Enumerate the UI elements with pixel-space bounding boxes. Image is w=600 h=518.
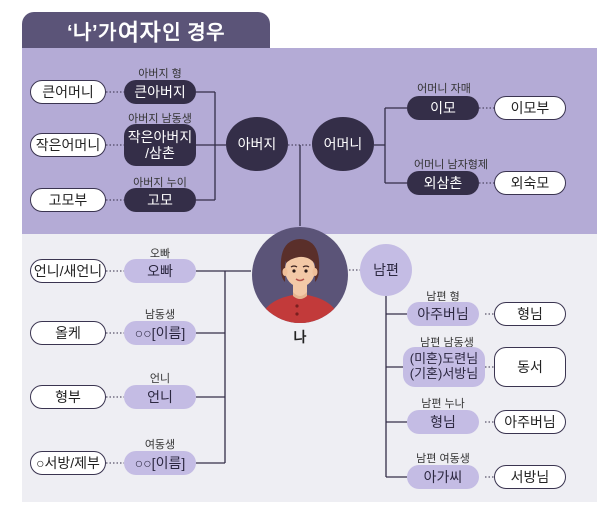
father-side-term: 고모 <box>124 188 196 212</box>
mother-side-relation: 어머니 남자형제 <box>414 159 488 171</box>
mother-side-spouse: 이모부 <box>494 96 566 120</box>
me-avatar-icon <box>251 226 349 324</box>
sibling-spouse: ○서방/제부 <box>30 451 106 475</box>
father-side-term: 작은아버지 /삼촌 <box>124 124 196 166</box>
father-node: 아버지 <box>226 117 288 171</box>
father-side-spouse: 고모부 <box>30 188 106 212</box>
husband-side-term: (미혼)도련님 (기혼)서방님 <box>403 347 485 387</box>
husband-side-relation: 남편 형 <box>426 291 460 303</box>
mother-side-term: 외삼촌 <box>407 171 479 195</box>
sibling-spouse: 언니/새언니 <box>30 259 106 283</box>
sibling-spouse: 형부 <box>30 385 106 409</box>
father-side-spouse: 작은어머니 <box>30 133 106 157</box>
title-emphasis: 여자 <box>117 19 162 45</box>
sibling-spouse: 올케 <box>30 321 106 345</box>
sibling-term: 오빠 <box>124 259 196 283</box>
husband-side-spouse: 서방님 <box>494 465 566 489</box>
mother-side-term: 이모 <box>407 96 479 120</box>
husband-side-term: 아주버님 <box>407 302 479 326</box>
father-side-term: 큰아버지 <box>124 80 196 104</box>
father-side-relation: 아버지 남동생 <box>128 113 192 125</box>
sibling-term: ○○[이름] <box>124 321 196 345</box>
husband-side-spouse: 동서 <box>494 347 566 387</box>
sibling-relation: 남동생 <box>144 309 176 321</box>
husband-side-spouse: 형님 <box>494 302 566 326</box>
sibling-term: 언니 <box>124 385 196 409</box>
husband-side-relation: 남편 여동생 <box>416 453 470 465</box>
sibling-relation: 언니 <box>149 373 171 385</box>
title-pre: ‘나’가 <box>66 21 117 44</box>
me-label: 나 <box>293 329 307 345</box>
sibling-relation: 여동생 <box>144 439 176 451</box>
father-side-spouse: 큰어머니 <box>30 80 106 104</box>
title-post: 인 경우 <box>162 21 225 44</box>
husband-side-term: 형님 <box>407 410 479 434</box>
mother-node: 어머니 <box>312 117 374 171</box>
husband-side-relation: 남편 남동생 <box>420 337 474 349</box>
mother-side-relation: 어머니 자매 <box>417 83 471 95</box>
husband-side-relation: 남편 누나 <box>421 398 465 410</box>
father-side-relation: 아버지 형 <box>138 68 182 80</box>
sibling-relation: 오빠 <box>149 248 171 260</box>
sibling-term: ○○[이름] <box>124 451 196 475</box>
husband-node: 남편 <box>360 244 412 296</box>
husband-side-spouse: 아주버님 <box>494 410 566 434</box>
parents-side-panel <box>22 48 597 234</box>
husband-side-term: 아가씨 <box>407 465 479 489</box>
mother-side-spouse: 외숙모 <box>494 171 566 195</box>
father-side-relation: 아버지 누이 <box>133 177 187 189</box>
